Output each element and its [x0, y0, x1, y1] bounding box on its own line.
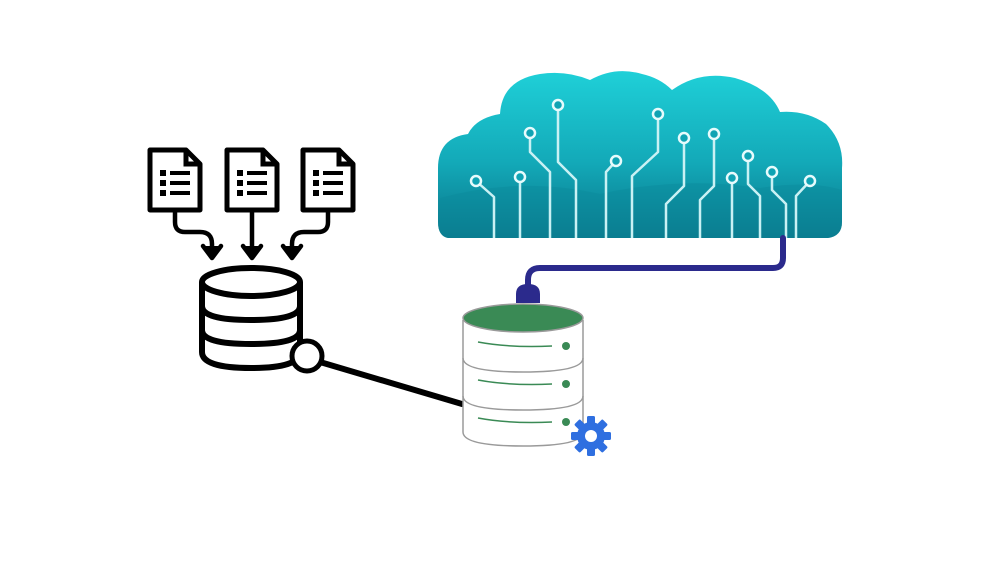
cable-connector [516, 235, 786, 303]
server-database-icon [462, 303, 584, 447]
circuit-cloud-icon [438, 71, 843, 238]
arrow-icon-right [280, 209, 331, 261]
document-icon-3 [300, 147, 356, 213]
arrow-icon-left [172, 209, 224, 261]
connector-line [289, 338, 465, 407]
database-icon [199, 265, 303, 372]
arrow-icon-center [240, 209, 264, 261]
document-icon-1 [147, 147, 203, 213]
document-icon-2 [224, 147, 280, 213]
gear-icon [571, 416, 611, 456]
